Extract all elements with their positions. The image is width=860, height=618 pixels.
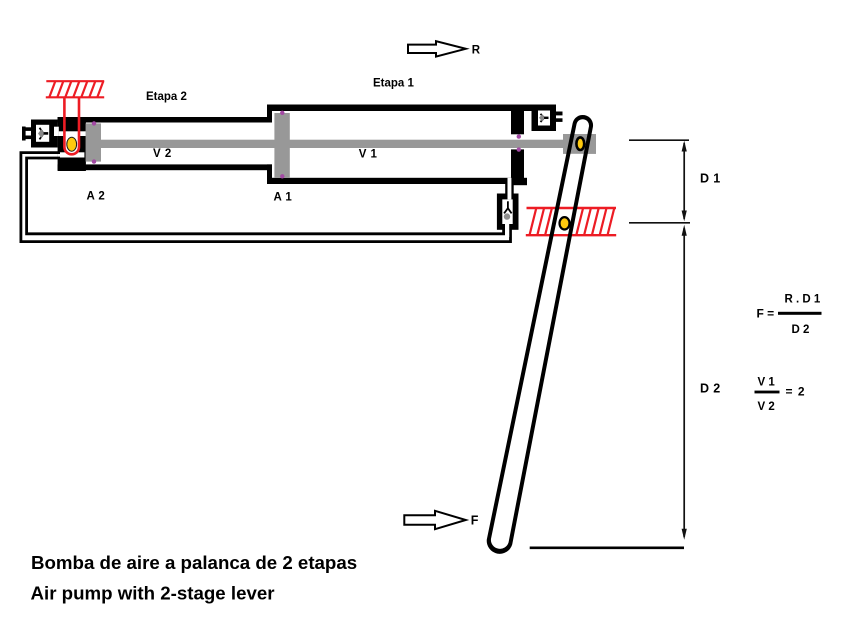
svg-text:D 1: D 1: [700, 172, 721, 186]
svg-text:Etapa 2: Etapa 2: [146, 91, 187, 103]
svg-text:A 1: A 1: [274, 192, 293, 204]
svg-text:F =: F =: [757, 307, 775, 321]
svg-text:V 2: V 2: [758, 401, 775, 413]
svg-text:Air pump with 2-stage lever: Air pump with 2-stage lever: [31, 583, 275, 604]
svg-text:R . D 1: R . D 1: [785, 294, 821, 306]
svg-text:V 1: V 1: [359, 148, 378, 160]
svg-text:F: F: [471, 514, 479, 528]
svg-text:Bomba de aire a palanca de 2 e: Bomba de aire a palanca de 2 etapas: [31, 552, 357, 573]
svg-text:Etapa 1: Etapa 1: [373, 78, 415, 90]
svg-text:V 2: V 2: [153, 148, 172, 160]
svg-text:V 1: V 1: [758, 377, 776, 389]
svg-text:D 2: D 2: [792, 324, 810, 336]
svg-text:D 2: D 2: [700, 382, 721, 396]
svg-text:R: R: [472, 44, 481, 56]
svg-text:= 2: = 2: [786, 385, 806, 399]
svg-text:A 2: A 2: [87, 191, 106, 203]
